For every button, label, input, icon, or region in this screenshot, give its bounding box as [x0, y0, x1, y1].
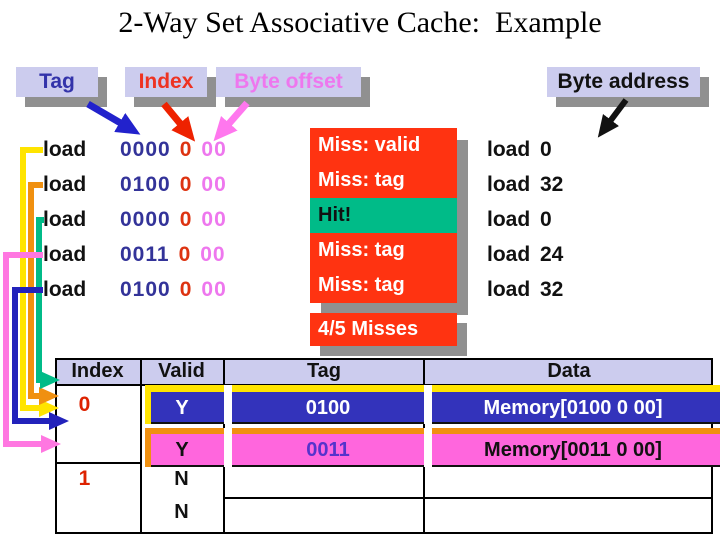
load-op: load — [487, 173, 531, 196]
result-item: Miss: tag — [310, 163, 457, 198]
table-border — [424, 385, 432, 424]
byte-address-value: 24 — [540, 243, 564, 266]
bracket-line-load4 — [3, 252, 61, 453]
index-bit: 0 — [179, 278, 193, 301]
table-border — [424, 428, 432, 467]
byte-address-label-box: Byte address — [547, 67, 700, 97]
offset-bits: 00 — [200, 243, 226, 266]
results-panel: Miss: valid Miss: tag Hit! Miss: tag Mis… — [310, 128, 457, 303]
column-header-tag: Tag — [306, 360, 342, 382]
result-item: Miss: valid — [310, 128, 457, 163]
cache-table-header-row — [57, 360, 711, 384]
tag-bits: 0100 — [120, 173, 171, 196]
data-cell: Memory[0100 0 00] — [483, 397, 663, 419]
index-arrow — [161, 101, 196, 142]
index-cell: 1 — [78, 467, 91, 490]
tag-label-box: Tag — [16, 67, 98, 97]
bracket-line-load5 — [12, 287, 69, 430]
offset-bits: 00 — [201, 173, 227, 196]
table-border — [223, 497, 711, 499]
table-border — [57, 462, 142, 464]
byte-offset-label-box: Byte offset — [216, 67, 361, 97]
load-op: load — [487, 138, 531, 161]
result-item: Hit! — [310, 198, 457, 233]
load-op: load — [43, 243, 87, 266]
index-bit: 0 — [179, 208, 193, 231]
column-header-valid: Valid — [158, 360, 205, 382]
byte-address-arrow — [597, 98, 629, 138]
valid-cell: N — [174, 501, 189, 523]
load-op: load — [43, 138, 87, 161]
tag-bits: 0011 — [120, 243, 170, 266]
result-item: Miss: tag — [310, 268, 457, 303]
miss-rate-summary: 4/5 Misses — [310, 313, 457, 346]
bracket-line-load1 — [20, 147, 59, 417]
tag-cell: 0100 — [305, 397, 351, 419]
offset-bits: 00 — [201, 278, 227, 301]
valid-cell: Y — [175, 397, 189, 419]
byte-address-value: 0 — [540, 138, 552, 161]
load-op: load — [487, 278, 531, 301]
data-cell: Memory[0011 0 00] — [484, 439, 662, 461]
load-op: load — [43, 208, 87, 231]
byte-offset-arrow — [213, 100, 250, 142]
load-op: load — [43, 173, 87, 196]
offset-bits: 00 — [201, 208, 227, 231]
tag-bits: 0100 — [120, 278, 171, 301]
index-bit: 0 — [178, 243, 192, 266]
tag-arrow — [86, 100, 141, 135]
way0-row — [151, 392, 720, 424]
column-header-data: Data — [547, 360, 591, 382]
byte-address-value: 32 — [540, 278, 564, 301]
offset-bits: 00 — [201, 138, 227, 161]
valid-cell: Y — [175, 439, 189, 461]
byte-address-value: 32 — [540, 173, 564, 196]
index-label-box: Index — [125, 67, 207, 97]
slide-title: 2-Way Set Associative Cache: Example — [118, 6, 602, 39]
column-header-index: Index — [71, 360, 124, 382]
table-border — [140, 360, 142, 532]
load-op: load — [43, 278, 87, 301]
index-cell: 0 — [78, 393, 91, 416]
result-item: Miss: tag — [310, 233, 457, 268]
table-border — [224, 385, 232, 424]
index-bit: 0 — [179, 173, 193, 196]
tag-bits: 0000 — [120, 138, 171, 161]
way1-row — [151, 434, 720, 467]
tag-bits: 0000 — [120, 208, 171, 231]
byte-address-value: 0 — [540, 208, 552, 231]
table-border — [224, 428, 232, 467]
index-bit: 0 — [179, 138, 193, 161]
load-op: load — [487, 208, 531, 231]
valid-cell: N — [174, 468, 189, 490]
load-op: load — [487, 243, 531, 266]
tag-cell: 0011 — [306, 439, 350, 461]
